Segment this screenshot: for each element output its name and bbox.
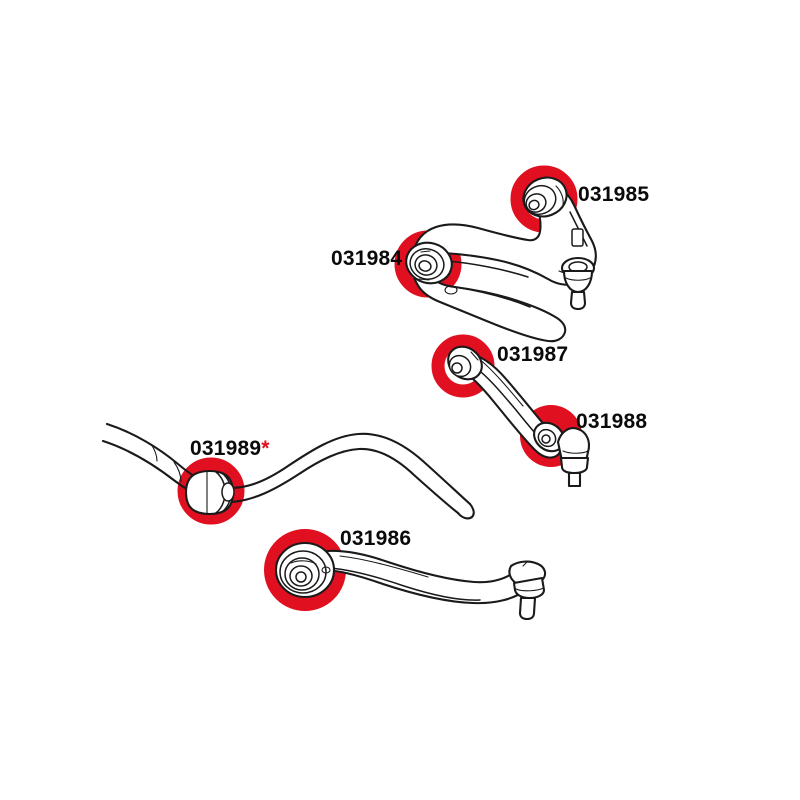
bushing-031985-highlight bbox=[555, 185, 564, 206]
part-label-031989-asterisk: * bbox=[261, 437, 270, 460]
bushing-031985-inner-sleeve bbox=[528, 199, 540, 211]
bushing-031989 bbox=[184, 469, 235, 516]
part-label-031987: 031987 bbox=[497, 344, 568, 365]
part-label-031988-text: 031988 bbox=[576, 410, 648, 433]
lower-arm-edge-line-1 bbox=[329, 567, 481, 601]
stabilizer-bar-upper-edge bbox=[105, 422, 472, 506]
bushing-031986-detail-2 bbox=[321, 566, 331, 574]
component-stabilizer-bar bbox=[101, 422, 475, 525]
upper-arm-ball-joint bbox=[560, 256, 596, 311]
bushing-031987-inner-sleeve bbox=[451, 362, 463, 374]
component-rear-control-arm bbox=[431, 334, 591, 488]
upper-arm-ball-joint-body bbox=[562, 269, 594, 294]
upper-arm-edge-line-1 bbox=[454, 286, 531, 308]
upper-arm-edge-line-2 bbox=[445, 260, 529, 278]
part-label-031988: 031988 bbox=[576, 411, 647, 432]
rear-arm-ball-joint bbox=[556, 427, 591, 488]
bushing-031984-detail bbox=[418, 250, 431, 281]
upper-arm-ball-joint-stud bbox=[569, 290, 587, 311]
part-label-031984: 031984 bbox=[331, 248, 402, 269]
bushing-031987 bbox=[447, 345, 483, 381]
rear-arm-ball-joint-stud bbox=[567, 471, 582, 488]
lower-arm-ball-joint bbox=[508, 560, 547, 621]
part-label-031984-text: 031984 bbox=[331, 247, 403, 270]
part-label-031987-text: 031987 bbox=[497, 343, 569, 366]
part-label-031986: 031986 bbox=[340, 528, 411, 549]
bushing-031988-inner-sleeve bbox=[541, 434, 551, 444]
upper-arm-boss bbox=[571, 228, 584, 247]
stabilizer-bar-end-cap bbox=[456, 502, 475, 520]
bushing-031986 bbox=[274, 541, 336, 599]
part-label-031989: 031989* bbox=[190, 438, 270, 459]
lower-arm-ball-joint-stud bbox=[518, 596, 537, 621]
bushing-031984 bbox=[405, 241, 453, 285]
component-lower-control-arm bbox=[264, 529, 547, 621]
part-label-031989-text: 031989 bbox=[190, 437, 262, 460]
part-label-031985-text: 031985 bbox=[578, 183, 650, 206]
lower-arm-ball-joint-detail bbox=[522, 560, 529, 567]
part-label-031986-text: 031986 bbox=[340, 527, 412, 550]
rear-arm-ball-joint-collar bbox=[559, 456, 590, 475]
bushing-031988 bbox=[533, 421, 565, 453]
component-upper-control-arm bbox=[394, 165, 597, 343]
upper-arm-ball-joint-seam bbox=[565, 277, 591, 281]
part-label-031985: 031985 bbox=[578, 184, 649, 205]
lower-arm-edge-line-2 bbox=[339, 555, 429, 578]
bushing-031985 bbox=[522, 176, 568, 218]
bushing-031984-inner-sleeve bbox=[418, 260, 432, 272]
lower-arm-ball-joint-seam bbox=[515, 587, 545, 592]
bushing-031987-detail bbox=[470, 351, 479, 361]
bushing-031986-inner-sleeve bbox=[295, 571, 307, 583]
highlight-ring-031989 bbox=[177, 457, 245, 525]
upper-arm-hole bbox=[444, 285, 458, 295]
stabilizer-bar-bend-mark-2 bbox=[173, 461, 182, 483]
rear-arm-ball-joint-dome bbox=[556, 427, 591, 463]
stabilizer-bar-bend-mark-1 bbox=[150, 443, 158, 462]
stabilizer-bar-lower-edge bbox=[101, 439, 460, 515]
rear-arm-ball-joint-seam bbox=[562, 450, 589, 454]
bushing-031986-detail-1 bbox=[290, 560, 317, 565]
bushing-031989-bore bbox=[221, 482, 235, 502]
